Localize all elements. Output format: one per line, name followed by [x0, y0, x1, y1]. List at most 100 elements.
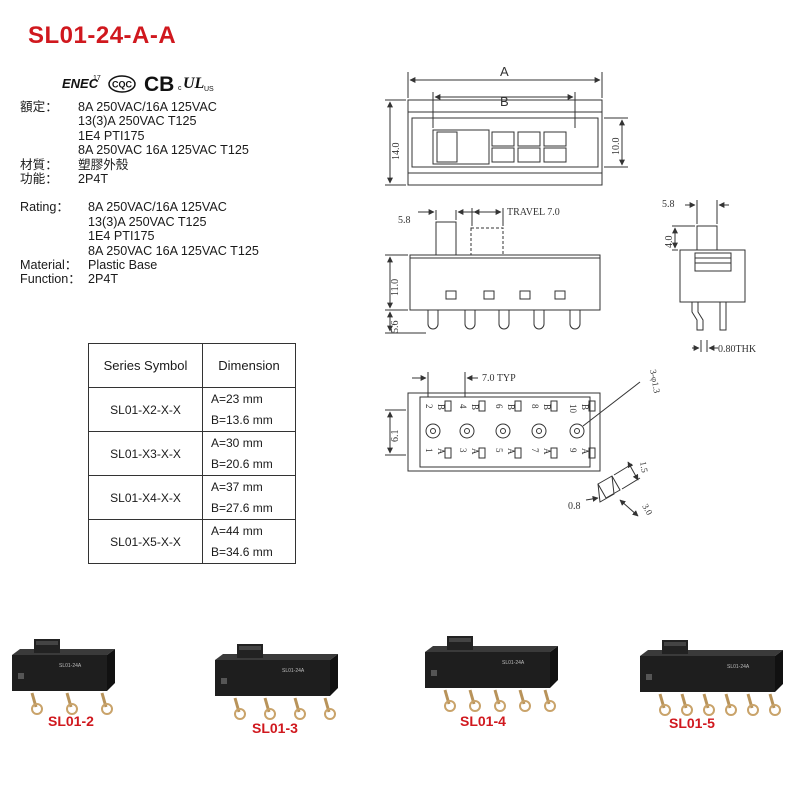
label-dim-b: B [500, 94, 509, 109]
terminal-pins [427, 310, 581, 330]
pin-number-top: 4 [458, 404, 468, 409]
pin-letter-b: B [542, 404, 552, 410]
terminal-windows [445, 290, 566, 300]
cn-rating-line: 1E4 PTI175 [78, 128, 145, 143]
product-label-sl01-5: SL01-5 [669, 715, 715, 731]
column-header-dimension: Dimension [202, 343, 296, 388]
svg-text:ENEC: ENEC [62, 76, 99, 91]
svg-text:US: US [204, 86, 214, 93]
actuator [435, 221, 457, 256]
label-thk: 0.80THK [718, 344, 757, 355]
pin-number-bottom: 5 [494, 448, 504, 453]
cn-material-row: 材質： 塑膠外殼 [20, 158, 259, 172]
pin-letter-a: A [580, 448, 590, 455]
pin-letter-b: B [470, 404, 480, 410]
pin-number-bottom: 7 [530, 448, 540, 453]
enec-logo: ENEC 17 [62, 75, 101, 91]
series-symbol: SL01-X2-X-X [88, 387, 203, 432]
switch-print-text: SL01-24A [502, 660, 525, 666]
cn-rating-line: 13(3)A 250VAC T125 [78, 114, 197, 129]
svg-text:UL: UL [183, 75, 205, 92]
cn-rating-label: 額定： [20, 100, 58, 114]
pin-letter-a: A [436, 448, 446, 455]
pin-number-top: 2 [424, 404, 434, 409]
dimension-a: A=37 mm [211, 479, 263, 494]
pin-number-top: 6 [494, 404, 504, 409]
cn-function-value: 2P4T [78, 172, 109, 187]
pin-number-bottom: 9 [568, 448, 578, 453]
label-hole: 3-φ1.3 [648, 369, 662, 395]
en-material-label: Material： [20, 258, 78, 273]
cn-material-label: 材質： [20, 157, 58, 172]
switch-print-text: SL01-24A [59, 663, 82, 669]
series-symbol: SL01-X3-X-X [88, 431, 203, 476]
pin-number-top: 10 [568, 404, 578, 414]
certification-marks: ENEC 17 CQC CB c UL US [62, 73, 214, 96]
product-photo-sl01-3: SL01-24A [215, 644, 338, 720]
pin-number-top: 8 [530, 404, 540, 409]
en-rating-label: Rating： [20, 200, 69, 215]
label-pin-h: 1.5 [638, 461, 650, 474]
label-side-5-8: 5.8 [662, 199, 675, 210]
top-view: A B 14.0 10.0 [385, 64, 628, 186]
table-header-row: Series Symbol Dimension [88, 343, 296, 388]
en-rating-line: 13(3)A 250VAC T125 [88, 214, 207, 229]
pin-letter-a: A [470, 448, 480, 455]
contact-slots [491, 131, 567, 163]
pin-letter-b: B [436, 404, 446, 410]
en-material-row: Material： Plastic Base [20, 258, 259, 272]
dimension-b: B=13.6 mm [211, 412, 273, 427]
side-actuator [696, 225, 718, 251]
specs-block: 額定： 8A 250VAC/16A 125VAC 13(3)A 250VAC T… [20, 100, 259, 287]
en-rating-line: 1E4 PTI175 [88, 229, 155, 244]
label-pin-w: 0.8 [568, 501, 581, 512]
cn-function-label: 功能： [20, 172, 58, 187]
side-view: 5.8 4.0 0.80THK [662, 199, 757, 355]
dimension-b: B=20.6 mm [211, 456, 273, 471]
series-symbol: SL01-X4-X-X [88, 475, 203, 520]
svg-text:c: c [178, 85, 182, 92]
dimension-cell: A=37 mm B=27.6 mm [202, 475, 296, 520]
en-function-label: Function： [20, 272, 81, 287]
slider-knob [432, 129, 490, 165]
product-label-sl01-3: SL01-3 [252, 720, 298, 736]
pin-letter-b: B [580, 404, 590, 410]
product-photo-sl01-4: SL01-24A [425, 636, 558, 712]
label-7-typ: 7.0 TYP [482, 373, 516, 384]
dimension-a: A=44 mm [211, 523, 263, 538]
en-function-value: 2P4T [88, 272, 119, 287]
cn-material-value: 塑膠外殼 [78, 157, 129, 172]
product-label-sl01-4: SL01-4 [460, 713, 506, 729]
label-side-4-0: 4.0 [664, 236, 675, 249]
front-view-body [409, 254, 601, 311]
en-rating-line: 8A 250VAC/16A 125VAC [88, 200, 227, 215]
product-photo-sl01-2: SL01-24A [12, 639, 115, 715]
pin-hole [425, 423, 441, 439]
dimension-b: B=27.6 mm [211, 500, 273, 515]
switch-print-text: SL01-24A [727, 664, 750, 670]
svg-text:CB: CB [144, 73, 174, 96]
pin-detail: 1.5 3.0 0.8 [568, 461, 655, 518]
en-function-row: Function： 2P4T [20, 272, 259, 286]
ul-logo: c UL US [178, 75, 214, 93]
cn-function-row: 功能： 2P4T [20, 172, 259, 186]
column-header-series: Series Symbol [88, 343, 203, 388]
pin-hole [495, 423, 511, 439]
pin-letter-a: A [542, 448, 552, 455]
technical-drawing: A B 14.0 10.0 [385, 64, 757, 518]
en-material-value: Plastic Base [88, 258, 158, 273]
svg-text:CQC: CQC [112, 80, 133, 90]
cn-rating-line: 8A 250VAC 16A 125VAC T125 [78, 143, 249, 158]
en-rating-row: Rating： 8A 250VAC/16A 125VAC [20, 200, 259, 214]
pin-number-bottom: 3 [458, 448, 468, 453]
label-dim-a: A [500, 64, 509, 79]
pin-hole [569, 423, 585, 439]
pin-number-bottom: 1 [424, 448, 434, 453]
label-5-8: 5.8 [398, 215, 411, 226]
cb-logo: CB [144, 73, 174, 96]
